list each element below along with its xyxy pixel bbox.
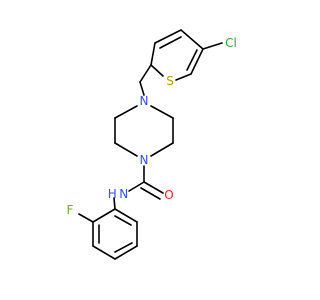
piperazine-nitrogen-bottom-label: N — [140, 153, 149, 167]
bond-c5-c6-double — [186, 49, 198, 71]
bond-ar4-ar5-double — [114, 242, 133, 253]
fluorine-atom-label: F — [67, 203, 74, 217]
bond-ar6-ar1-double — [114, 215, 132, 226]
bond-n2-c-right-bottom — [150, 142, 174, 157]
bond-s-c2 — [150, 64, 164, 77]
bond-ar6-ar1 — [114, 208, 138, 223]
bond-ar1-ar2 — [92, 208, 116, 223]
bond-c2-c3 — [150, 42, 156, 66]
bond-ar4-ar5 — [114, 245, 138, 260]
bond-c2-ch2 — [139, 64, 152, 83]
thiophene-ring — [150, 29, 223, 81]
piperazine-nitrogen-top-label: N — [140, 94, 149, 108]
bond-ch2-n1 — [139, 81, 145, 96]
bond-ar3-ar4 — [92, 245, 116, 260]
bond-c5-c6 — [190, 48, 204, 75]
fluorophenyl-ring — [78, 197, 138, 260]
bond-carbonyl-o-double — [140, 187, 161, 200]
chlorine-atom-label: Cl — [225, 36, 237, 50]
bond-n1-c-left — [114, 105, 138, 119]
bond-c6-cl — [202, 42, 223, 50]
bond-ar2-f — [78, 213, 94, 223]
piperazine-ring — [114, 105, 174, 157]
bond-c4-c5 — [180, 29, 204, 50]
carbonyl-oxygen-label: O — [164, 188, 173, 202]
chemical-structure-diagram: Cl S N N H N O F — [67, 29, 237, 260]
bond-nh-ar — [113, 197, 116, 210]
bond-carbonyl-nh — [128, 181, 145, 192]
bond-c-right-n1 — [150, 105, 174, 119]
sulfur-atom-label: S — [166, 74, 174, 88]
bond-c3-c4 — [154, 29, 182, 44]
bond-c3-c4-double — [159, 36, 182, 49]
amide-nitrogen-label: H N — [108, 187, 128, 201]
bond-c6-s — [175, 73, 192, 81]
bond-c-left-bottom-n2 — [114, 142, 138, 157]
bond-carbonyl-o — [143, 181, 164, 194]
